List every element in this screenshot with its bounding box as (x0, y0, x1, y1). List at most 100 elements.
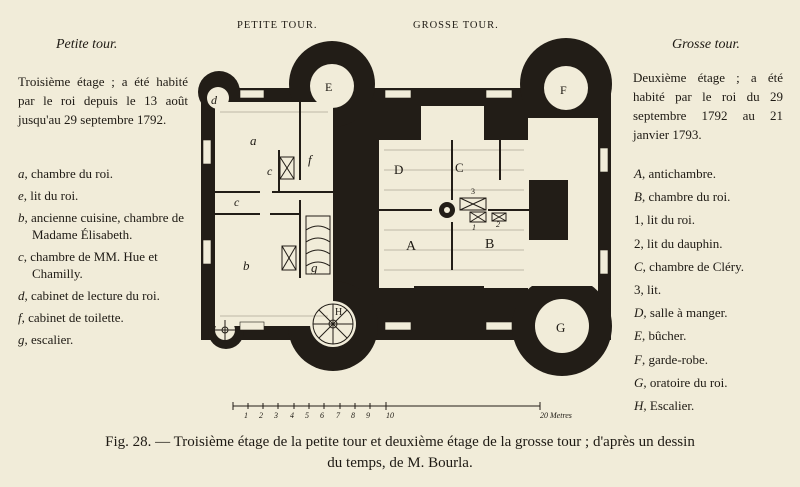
legend-key: F (634, 351, 642, 367)
plan-label-E: E (325, 80, 332, 94)
legend-key: G (634, 374, 644, 390)
legend-item: F, garde-robe. (634, 351, 709, 367)
scale-bar: 1 2 3 4 5 6 7 8 9 10 20 Metres (232, 402, 572, 420)
legend-text: lit du dauphin. (647, 235, 723, 251)
plan-label-F: F (560, 83, 567, 97)
plan-label-c-lower: c (234, 195, 240, 209)
legend-text: chambre de Cléry. (649, 258, 744, 274)
scale-end-label: 20 Metres (540, 411, 572, 420)
legend-text: ancienne cuisine, chambre de Madame Élis… (31, 210, 185, 242)
stair-g (305, 215, 331, 275)
plan-label-G: G (556, 320, 565, 335)
right-description: Deuxième étage ; a été habité par le roi… (633, 70, 783, 142)
legend-key: B (634, 189, 642, 205)
legend-item: e, lit du roi. (18, 188, 79, 203)
legend-item: d, cabinet de lecture du roi. (18, 288, 160, 303)
left-description: Troisième étage ; a été habité par le ro… (18, 74, 188, 127)
windows (202, 89, 609, 331)
grosse-tour-heading: GROSSE TOUR. (413, 20, 499, 31)
legend-text: cabinet de toilette. (28, 310, 124, 325)
scale-label: 7 (336, 411, 341, 420)
legend-item: g, escalier. (18, 332, 74, 347)
legend-text: escalier. (31, 332, 74, 347)
scale-label: 3 (273, 411, 278, 420)
legend-item: 3, lit. (634, 281, 662, 297)
scale-label: 1 (244, 411, 248, 420)
scale-label: 6 (320, 411, 324, 420)
floor-plan: a c f c b g d E F D C A B H G 1 2 3 (198, 38, 612, 376)
central-pillar-core (444, 207, 450, 213)
right-legend: A, antichambre. B, chambre du roi. 1, li… (634, 165, 794, 420)
legend-text: chambre du roi. (648, 189, 731, 205)
caption-line-1: Fig. 28. — Troisième étage de la petite … (105, 434, 695, 450)
legend-key: b (18, 210, 25, 225)
scale-label: 5 (305, 411, 309, 420)
legend-item: B, chambre du roi. (634, 189, 731, 205)
legend-key: 2 (634, 235, 641, 251)
legend-text: chambre du roi. (31, 166, 113, 181)
plan-labels: a c f c b g d E F D C A B H G 1 2 3 (211, 80, 567, 335)
plan-label-C: C (455, 160, 464, 175)
legend-item: H, Escalier. (634, 397, 695, 413)
scale-label: 9 (366, 411, 370, 420)
plan-label-g: g (311, 260, 318, 275)
legend-text: bûcher. (648, 328, 687, 344)
legend-text: lit. (647, 281, 662, 297)
plan-label-1: 1 (472, 223, 476, 232)
legend-item: 1, lit du roi. (634, 212, 696, 228)
legend-text: antichambre. (648, 166, 716, 181)
legend-text: cabinet de lecture du roi. (31, 288, 160, 303)
legend-text: salle à manger. (649, 305, 728, 321)
plan-label-c-upper: c (267, 164, 273, 178)
legend-text: lit du roi. (30, 188, 79, 203)
partitions (215, 102, 529, 278)
legend-text: lit du roi. (647, 212, 696, 228)
right-title: Grosse tour. (672, 37, 740, 52)
scale-label: 4 (290, 411, 294, 420)
legend-item: A, antichambre. (634, 166, 716, 181)
legend-key: a (18, 166, 25, 181)
scale-ticks (232, 402, 541, 410)
legend-key: C (634, 258, 643, 274)
plan-label-3: 3 (471, 187, 475, 196)
small-turret-stair (215, 320, 235, 340)
plan-label-f: f (308, 152, 314, 167)
plan-label-A: A (406, 239, 417, 254)
legend-key: 1 (634, 212, 641, 228)
legend-text: chambre de MM. Hue et Chamilly. (30, 249, 158, 281)
scale-label: 2 (259, 411, 263, 420)
legend-text: Escalier. (649, 397, 695, 413)
plan-label-a: a (250, 133, 257, 148)
left-legend: a, chambre du roi. e, lit du roi. b, anc… (18, 165, 190, 353)
caption-line-2: du temps, de M. Bourla. (327, 455, 473, 471)
legend-key: D (634, 305, 644, 321)
plan-label-H: H (335, 307, 342, 318)
legend-key: E (634, 328, 642, 344)
legend-key: d (18, 288, 25, 303)
legend-key: H (634, 397, 644, 413)
legend-item: f, cabinet de toilette. (18, 310, 124, 325)
figure-caption: Fig. 28. — Troisième étage de la petite … (20, 432, 780, 474)
scale-label: 8 (351, 411, 355, 420)
legend-item: c, chambre de MM. Hue et Chamilly. (18, 249, 158, 281)
legend-key: c (18, 249, 24, 264)
spiral-staircase-h (312, 303, 354, 345)
legend-item: G, oratoire du roi. (634, 374, 728, 390)
legend-key: e (18, 188, 24, 203)
legend-item: 2, lit du dauphin. (634, 235, 723, 251)
legend-key: f (18, 310, 22, 325)
petite-tour-heading: PETITE TOUR. (237, 20, 318, 31)
plan-label-d: d (211, 93, 218, 107)
legend-text: garde-robe. (648, 351, 709, 367)
scale-labels: 1 2 3 4 5 6 7 8 9 10 20 Metres (244, 411, 572, 420)
beds (279, 156, 507, 271)
left-title: Petite tour. (56, 37, 118, 52)
plan-label-B: B (485, 237, 494, 252)
legend-key: A (634, 166, 642, 181)
legend-item: a, chambre du roi. (18, 166, 113, 181)
legend-key: g (18, 332, 25, 347)
plan-label-D: D (394, 162, 403, 177)
plan-label-b: b (243, 258, 250, 273)
legend-item: b, ancienne cuisine, chambre de Madame É… (18, 210, 185, 242)
legend-key: 3 (634, 281, 641, 297)
